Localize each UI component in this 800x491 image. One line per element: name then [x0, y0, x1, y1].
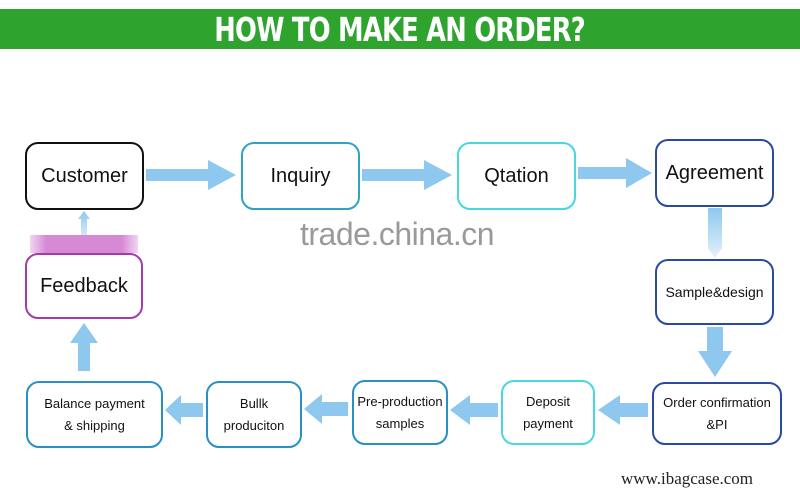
- step-feedback: Feedback: [25, 253, 143, 319]
- step-deposit-payment-line1: Deposit: [525, 393, 571, 409]
- arrow-deposit-to-preproduction: [450, 395, 498, 425]
- step-bulk-production-line2: produciton: [223, 417, 285, 433]
- step-inquiry-label: Inquiry: [270, 164, 331, 187]
- arrow-sample-to-order: [698, 327, 732, 377]
- step-order-confirmation-line1: Order confirmation: [663, 394, 771, 410]
- page-title: HOW TO MAKE AN ORDER?: [214, 9, 586, 49]
- title-banner: HOW TO MAKE AN ORDER?: [0, 9, 800, 49]
- step-balance-payment-line1: Balance payment: [44, 395, 145, 411]
- step-sample-design: Sample&design: [655, 259, 774, 325]
- arrow-agreement-to-sample: [708, 208, 722, 258]
- step-order-confirmation-line2: &PI: [706, 416, 728, 432]
- step-balance-payment-line2: & shipping: [64, 417, 125, 433]
- step-sample-design-label: Sample&design: [665, 284, 764, 300]
- step-qtation-label: Qtation: [484, 164, 549, 187]
- arrow-order-to-deposit: [598, 395, 648, 425]
- step-deposit-payment-line2: payment: [523, 415, 573, 431]
- step-inquiry: Inquiry: [241, 142, 360, 210]
- step-customer-label: Customer: [41, 164, 128, 187]
- step-customer: Customer: [25, 142, 144, 210]
- arrow-feedback-to-customer: [78, 211, 90, 235]
- step-agreement-label: Agreement: [665, 161, 764, 184]
- step-agreement: Agreement: [655, 139, 774, 207]
- step-feedback-label: Feedback: [40, 274, 128, 297]
- step-bulk-production: Bullk produciton: [206, 381, 302, 448]
- step-qtation: Qtation: [457, 142, 576, 210]
- arrow-qtation-to-agreement: [578, 158, 652, 188]
- arrow-customer-to-inquiry: [146, 160, 236, 190]
- arrow-bulk-to-balance: [165, 395, 203, 425]
- step-balance-payment: Balance payment & shipping: [26, 381, 163, 448]
- feedback-highlight-bar: [30, 235, 138, 253]
- arrow-inquiry-to-qtation: [362, 160, 452, 190]
- step-pre-production-line2: samples: [375, 415, 425, 431]
- step-bulk-production-line1: Bullk: [239, 395, 269, 411]
- step-pre-production-line1: Pre-production: [357, 393, 443, 409]
- website-url: www.ibagcase.com: [621, 469, 754, 488]
- watermark-text: trade.china.cn: [300, 216, 495, 252]
- arrow-preproduction-to-bulk: [304, 394, 348, 424]
- step-deposit-payment: Deposit payment: [501, 380, 595, 445]
- step-order-confirmation: Order confirmation &PI: [652, 382, 782, 445]
- arrow-balance-to-feedback: [70, 323, 98, 371]
- step-pre-production: Pre-production samples: [352, 380, 448, 445]
